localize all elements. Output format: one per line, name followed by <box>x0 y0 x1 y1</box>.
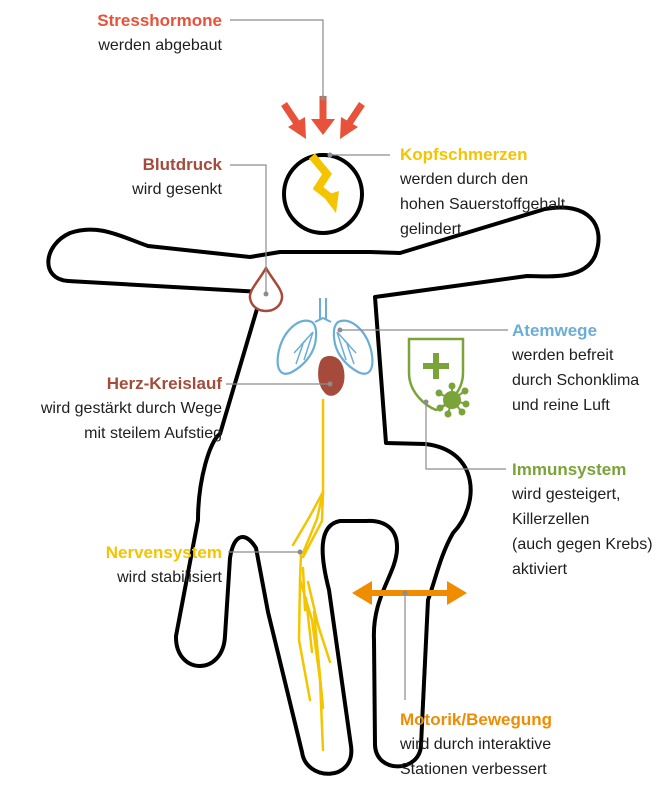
label-immune-title: Immunsystem <box>512 457 662 482</box>
label-motor: Motorik/Bewegung wird durch interaktive … <box>400 707 640 782</box>
label-immune: Immunsystem wird gesteigert, Killerzelle… <box>512 457 662 582</box>
stress-arrow-center-head <box>311 119 335 135</box>
label-nerves-title: Nervensystem <box>50 540 222 565</box>
label-heart: Herz-Kreislauf wird gestärkt durch Wege … <box>10 371 222 446</box>
label-airways-line: durch Schonklima <box>512 368 662 393</box>
label-stress-title: Stresshormone <box>50 8 222 33</box>
label-immune-line: aktiviert <box>512 557 662 582</box>
label-heart-line: wird gestärkt durch Wege <box>10 396 222 421</box>
label-motor-title: Motorik/Bewegung <box>400 707 640 732</box>
label-headache-line: werden durch den <box>400 167 630 192</box>
label-blood: Blutdruck wird gesenkt <box>60 152 222 202</box>
label-motor-line: wird durch interaktive <box>400 732 640 757</box>
label-blood-line: wird gesenkt <box>60 177 222 202</box>
double-arrow-icon <box>352 581 467 605</box>
trachea <box>320 298 326 320</box>
lung-left <box>278 321 317 374</box>
label-airways: Atemwege werden befreit durch Schonklima… <box>512 318 662 418</box>
connector-immune <box>426 402 506 469</box>
label-immune-line: (auch gegen Krebs) <box>512 532 662 557</box>
label-immune-line: Killerzellen <box>512 507 662 532</box>
label-motor-line: Stationen verbessert <box>400 757 640 782</box>
bronchi <box>315 318 331 322</box>
label-airways-line: und reine Luft <box>512 393 662 418</box>
connector-stress <box>230 20 323 98</box>
stress-arrows <box>284 96 362 139</box>
label-nerves: Nervensystem wird stabilisiert <box>50 540 222 590</box>
label-headache: Kopfschmerzen werden durch den hohen Sau… <box>400 142 630 242</box>
label-headache-line: hohen Sauerstoffgehalt <box>400 192 630 217</box>
heart-icon <box>318 356 344 396</box>
label-heart-title: Herz-Kreislauf <box>10 371 222 396</box>
label-airways-line: werden befreit <box>512 343 662 368</box>
label-stress-line: werden abgebaut <box>50 33 222 58</box>
label-immune-line: wird gesteigert, <box>512 482 662 507</box>
label-headache-line: gelindert <box>400 217 630 242</box>
label-airways-title: Atemwege <box>512 318 662 343</box>
label-headache-title: Kopfschmerzen <box>400 142 630 167</box>
label-heart-line: mit steilem Aufstieg <box>10 421 222 446</box>
label-stress: Stresshormone werden abgebaut <box>50 8 222 58</box>
label-nerves-line: wird stabilisiert <box>50 565 222 590</box>
label-blood-title: Blutdruck <box>60 152 222 177</box>
